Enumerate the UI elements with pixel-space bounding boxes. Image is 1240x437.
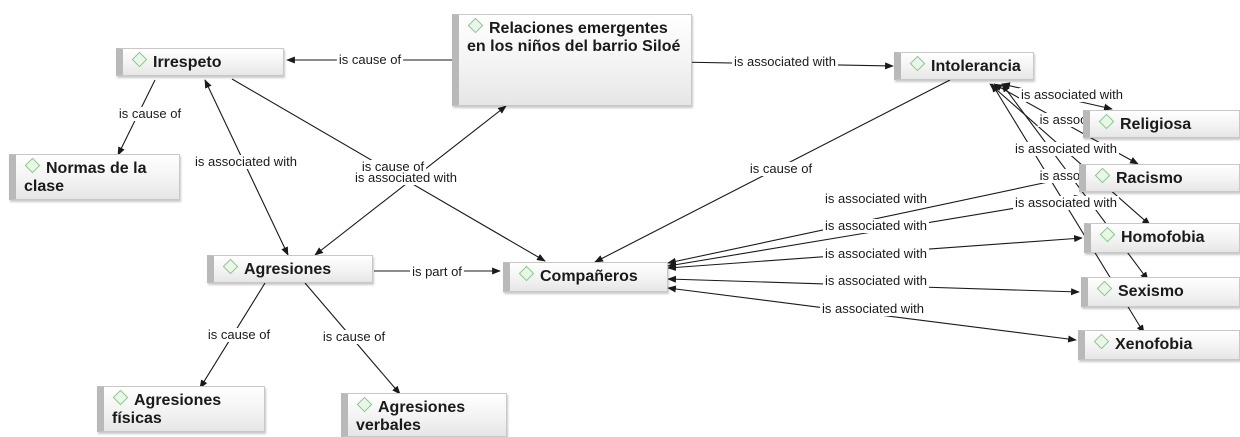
edge-label-agresiones-verbales-bg xyxy=(320,330,388,344)
edge-label-intolerancia-homofobia-bg xyxy=(1013,196,1119,210)
node-agresiones-verbales[interactable]: Agresiones verbales xyxy=(341,393,507,437)
concept-icon xyxy=(1096,280,1113,297)
edge-label-relaciones-irrespeto-bg xyxy=(336,53,404,67)
node-label: Racismo xyxy=(1116,170,1183,187)
edge-label-intolerancia-religiosa: is associated with xyxy=(1021,87,1123,102)
node-label: Xenofobia xyxy=(1115,336,1193,353)
edge-label-irrespeto-normas: is cause of xyxy=(119,106,182,121)
edge-label-companeros-racismo: is associated with xyxy=(825,191,927,206)
node-label: Homofobia xyxy=(1121,229,1205,246)
edge-label-irrespeto-agresiones-bg xyxy=(193,155,299,169)
edge-label-intolerancia-racismo: is associated with xyxy=(1015,141,1117,156)
edge-label-irrespeto-agresiones: is associated with xyxy=(195,154,297,169)
concept-icon xyxy=(467,17,484,34)
node-normas[interactable]: Normas de la clase xyxy=(9,154,180,200)
edge-label-relaciones-intolerancia-bg xyxy=(732,55,838,69)
edge-label-intolerancia-companeros: is cause of xyxy=(750,161,813,176)
node-label: Religiosa xyxy=(1120,116,1192,133)
edge-label-agresiones-relaciones: is associated with xyxy=(355,170,457,185)
edge-label-companeros-xenofobia-bg xyxy=(820,302,926,316)
edge-label-intolerancia-companeros-bg xyxy=(747,162,815,176)
edge-label-agresiones-fisicas: is cause of xyxy=(208,327,271,342)
concept-icon xyxy=(518,265,535,282)
node-xenofobia[interactable]: Xenofobia xyxy=(1078,330,1240,360)
edge-label-irrespeto-companeros: is cause of xyxy=(362,159,425,174)
edge-label-intolerancia-religiosa-bg xyxy=(1019,88,1125,102)
edge-label-companeros-xenofobia: is associated with xyxy=(822,301,924,316)
edge-label-agresiones-companeros-bg xyxy=(410,265,464,279)
concept-icon xyxy=(1093,333,1110,350)
concept-icon xyxy=(909,55,926,72)
edge-label-companeros-racismo-2-bg xyxy=(823,219,929,233)
edge-label-irrespeto-normas-bg xyxy=(116,107,184,121)
node-religiosa[interactable]: Religiosa xyxy=(1083,110,1240,138)
node-companeros[interactable]: Compañeros xyxy=(503,262,668,292)
node-irrespeto[interactable]: Irrespeto xyxy=(116,48,284,76)
edge-label-irrespeto-companeros-bg xyxy=(359,160,427,174)
concept-icon xyxy=(1098,113,1115,130)
edge-label-agresiones-fisicas-bg xyxy=(205,328,273,342)
concept-icon xyxy=(356,396,373,413)
node-label: Agresiones verbales xyxy=(356,399,466,434)
node-label: Agresiones xyxy=(244,261,332,278)
concept-icon xyxy=(112,389,129,406)
node-agresiones[interactable]: Agresiones xyxy=(207,255,373,283)
node-relaciones[interactable]: Relaciones emergentes en los niños del b… xyxy=(452,14,692,106)
node-label: Intolerancia xyxy=(931,58,1021,75)
edge-label-companeros-racismo-bg xyxy=(823,192,929,206)
node-label: Relaciones emergentes en los niños del b… xyxy=(467,20,681,55)
concept-icon xyxy=(222,258,239,275)
node-agresiones-fisicas[interactable]: Agresiones físicas xyxy=(97,386,265,432)
node-homofobia[interactable]: Homofobia xyxy=(1084,223,1240,253)
concept-icon xyxy=(24,157,41,174)
edge-label-intolerancia-racismo-bg xyxy=(1013,142,1119,156)
node-label: Irrespeto xyxy=(153,54,222,71)
edge-label-intolerancia-homofobia: is associated with xyxy=(1015,195,1117,210)
node-label: Agresiones físicas xyxy=(112,392,222,427)
concept-icon xyxy=(1094,167,1111,184)
node-label: Sexismo xyxy=(1118,283,1184,300)
edge-label-companeros-homofobia: is associated with xyxy=(825,246,927,261)
edge-label-relaciones-intolerancia: is associated with xyxy=(734,54,836,69)
concept-icon xyxy=(131,51,148,68)
node-label: Compañeros xyxy=(540,268,638,285)
node-label: Normas de la clase xyxy=(24,160,147,195)
edge-label-agresiones-companeros: is part of xyxy=(412,264,462,279)
edge-label-agresiones-verbales: is cause of xyxy=(323,329,386,344)
node-sexismo[interactable]: Sexismo xyxy=(1081,277,1240,307)
edge-label-companeros-racismo-2: is associated with xyxy=(825,218,927,233)
edge-label-agresiones-relaciones-bg xyxy=(353,171,459,185)
edge-label-companeros-homofobia-bg xyxy=(823,247,929,261)
edge-label-relaciones-irrespeto: is cause of xyxy=(339,52,402,67)
concept-icon xyxy=(1099,226,1116,243)
node-intolerancia[interactable]: Intolerancia xyxy=(894,52,1034,80)
node-racismo[interactable]: Racismo xyxy=(1079,164,1240,192)
edge-label-companeros-sexismo-bg xyxy=(823,274,929,288)
edge-label-companeros-sexismo: is associated with xyxy=(825,273,927,288)
